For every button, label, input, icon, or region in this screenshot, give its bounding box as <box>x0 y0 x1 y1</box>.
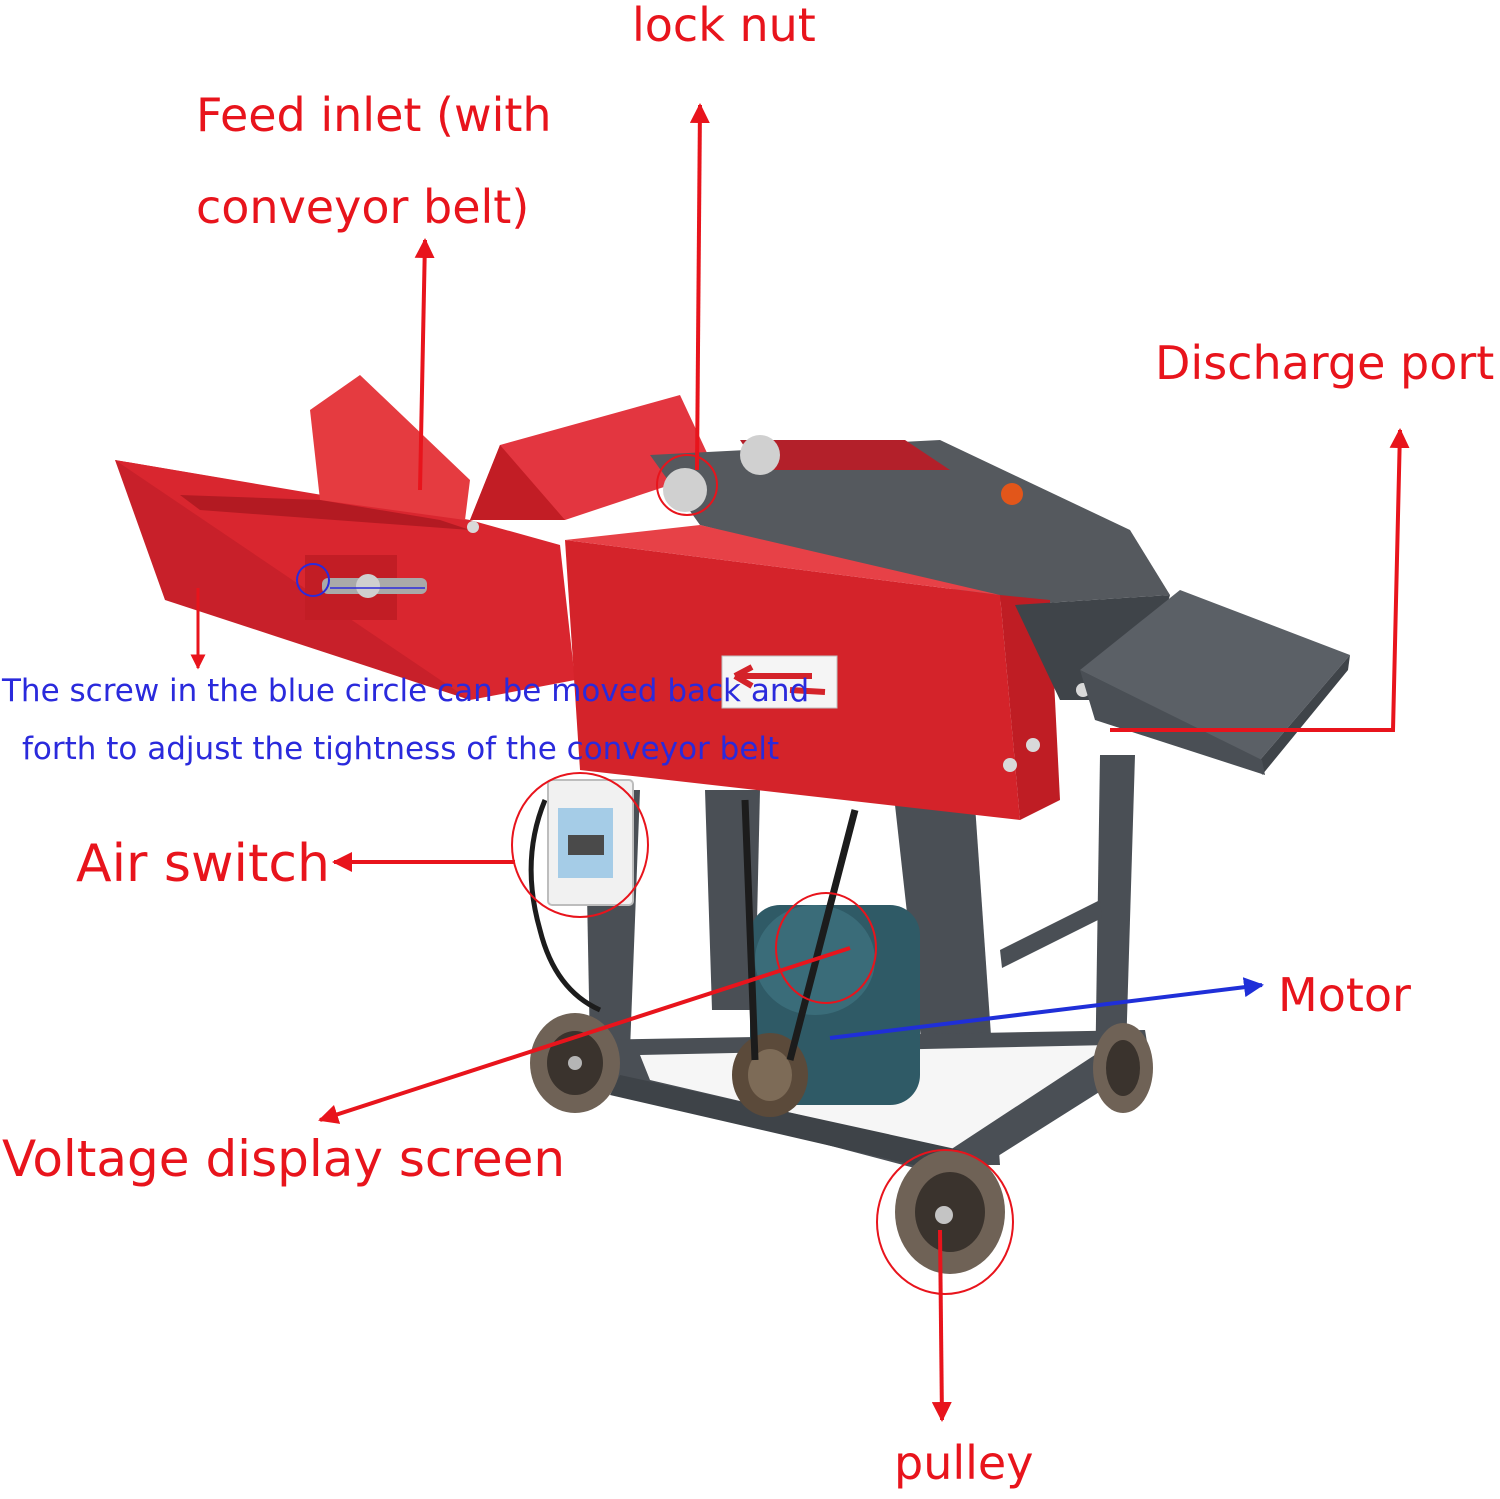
discharge-chute <box>1080 590 1350 775</box>
voltage-display-circle <box>775 892 877 1004</box>
arrow-pulley <box>931 1229 952 1422</box>
lock-nut-circle <box>656 454 718 516</box>
arrow-discharge-port <box>1110 428 1410 732</box>
label-tension-note-line1: The screw in the blue circle can be move… <box>2 673 810 709</box>
arrow-motor <box>829 977 1264 1040</box>
label-voltage-display: Voltage display screen <box>2 1130 566 1188</box>
label-air-switch: Air switch <box>76 834 330 894</box>
drive-belt <box>741 799 859 1061</box>
label-pulley: pulley <box>894 1436 1034 1490</box>
main-body <box>565 435 1170 820</box>
wheel-right-back <box>1093 1023 1153 1113</box>
label-feed-inlet-line2: conveyor belt) <box>196 180 530 234</box>
label-motor: Motor <box>1278 968 1411 1022</box>
upper-cover <box>467 395 715 533</box>
label-discharge-port: Discharge port <box>1155 336 1495 390</box>
pulley-circle <box>876 1149 1014 1295</box>
arrow-feed-inlet <box>414 238 435 491</box>
arrow-lock-nut <box>689 103 710 471</box>
wheel-front <box>895 1150 1005 1274</box>
label-feed-inlet-line1: Feed inlet (with <box>196 88 552 142</box>
air-switch-circle <box>511 772 649 918</box>
label-lock-nut: lock nut <box>632 0 816 52</box>
air-switch-box <box>528 779 634 1013</box>
arrow-voltage-display <box>318 946 851 1124</box>
bottom-rail-front <box>610 1075 970 1178</box>
tension-screw-circle <box>296 563 330 597</box>
feed-hopper <box>115 375 575 700</box>
wheel-left <box>530 1013 620 1113</box>
label-tension-note-line2: forth to adjust the tightness of the con… <box>22 731 780 767</box>
motor-body <box>732 905 920 1117</box>
